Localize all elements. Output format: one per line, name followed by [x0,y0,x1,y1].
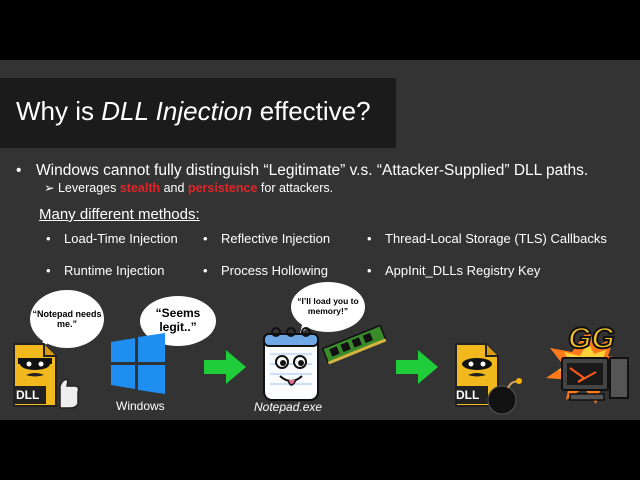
method-item: •Load-Time Injection [46,231,178,246]
slide-title: Why is DLL Injection effective? [16,96,371,126]
notepad-label: Notepad.exe [254,400,323,414]
method-item: •Process Hollowing [203,263,328,278]
arrow-right-icon [204,350,246,384]
bullet-marker: • [16,162,22,179]
title-box [0,78,396,148]
main-bullet: • Windows cannot fully distinguish “Legit… [16,162,588,180]
gg-text: GG [567,321,616,356]
sub-bullet-marker: ➢ [44,181,55,195]
arrow-right-icon [396,350,438,384]
notepad-character-icon [263,327,319,401]
exploding-computer-icon [546,330,630,404]
dll-label-2: DLL [456,388,480,402]
windows-label: Windows [116,399,165,413]
dll-file-bomb-icon [455,343,522,415]
sub-bullet: ➢ Leverages stealth and persistence for … [44,181,334,195]
method-item: •Thread-Local Storage (TLS) Callbacks [367,231,607,246]
method-item: •AppInit_DLLs Registry Key [367,263,541,278]
stealth-highlight: stealth [119,181,161,195]
main-bullet-text: Windows cannot fully distinguish “Legiti… [36,162,589,179]
methods-heading: Many different methods: [39,206,200,223]
dll-file-villain-icon [13,343,80,409]
title-emphasis: DLL Injection [101,96,253,126]
dll-label-1: DLL [16,388,40,402]
persistence-highlight: persistence [187,181,258,195]
memory-stick-icon [321,324,388,365]
method-item: •Reflective Injection [203,231,331,246]
windows-logo-icon [111,333,165,394]
slide: Why is DLL Injection effective? • Windows… [0,60,640,420]
speech-bubble-memory: “I’ll load you to memory!” [291,282,365,332]
speech-bubble-notepad: “Notepad needs me.” [30,290,104,348]
method-item: •Runtime Injection [46,263,165,278]
